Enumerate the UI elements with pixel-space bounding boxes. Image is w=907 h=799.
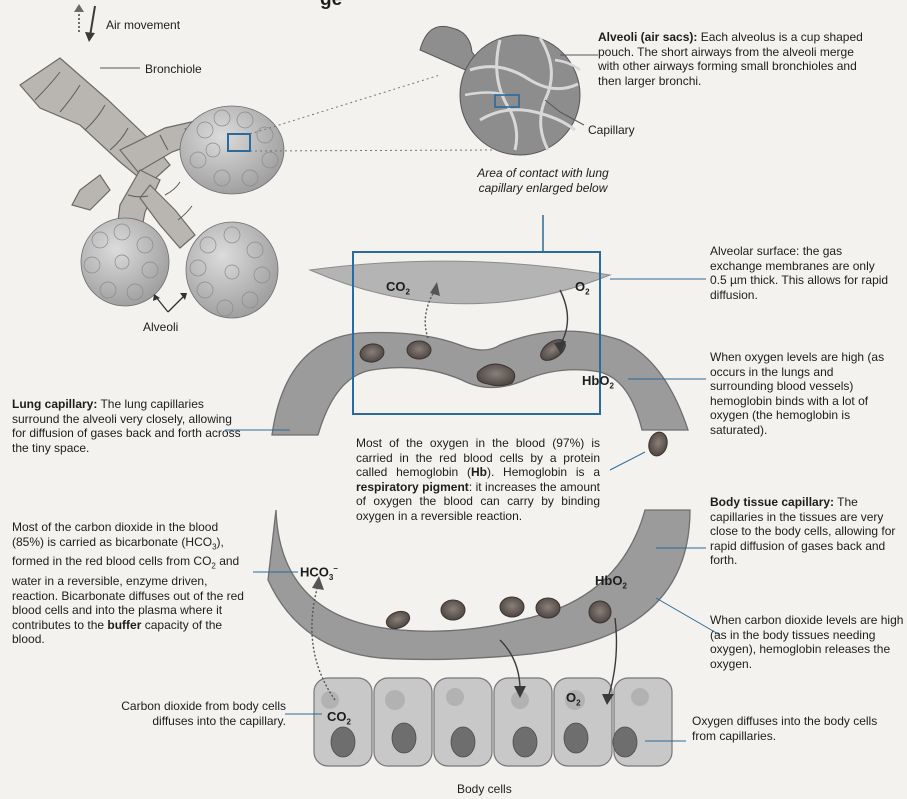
co2-cells-text: CO bbox=[327, 709, 347, 724]
alveoli-description-heading: Alveoli (air sacs): bbox=[598, 30, 697, 44]
hbo2-lung-sub: 2 bbox=[609, 382, 613, 391]
hemoglobin-abbrev: Hb bbox=[471, 465, 487, 479]
hbo2-body-text: HbO bbox=[595, 573, 622, 588]
alveoli-description: Alveoli (air sacs): Each alveolus is a c… bbox=[598, 30, 868, 88]
area-of-contact-label: Area of contact with lung capillary enla… bbox=[476, 166, 610, 195]
lung-capillary-heading: Lung capillary: bbox=[12, 397, 97, 411]
alveoli-label: Alveoli bbox=[143, 320, 178, 335]
co2-diffuse-description: Carbon dioxide from body cells diffuses … bbox=[90, 699, 286, 728]
hemoglobin-text-part2: ). Hemoglobin is a bbox=[487, 465, 600, 479]
o2-cells-text: O bbox=[566, 690, 576, 705]
air-movement-label: Air movement bbox=[106, 18, 180, 33]
o2-lung-label: O2 bbox=[575, 279, 590, 297]
co2-cells-label: CO2 bbox=[327, 709, 351, 727]
hco3-charge: – bbox=[333, 564, 337, 573]
respiratory-pigment-term: respiratory pigment bbox=[356, 480, 469, 494]
body-tissue-description: Body tissue capillary: The capillaries i… bbox=[710, 495, 898, 568]
o2-lung-text: O bbox=[575, 279, 585, 294]
o2-diffuse-description: Oxygen diffuses into the body cells from… bbox=[692, 714, 882, 743]
o2-lung-sub: 2 bbox=[585, 288, 589, 297]
hco3-label: HCO3– bbox=[300, 564, 338, 582]
hco3-sub: 3 bbox=[329, 573, 333, 582]
o2-cells-sub: 2 bbox=[576, 699, 580, 708]
hbo2-body-sub: 2 bbox=[622, 582, 626, 591]
co2-cells-sub: 2 bbox=[347, 718, 351, 727]
lung-capillary-description: Lung capillary: The lung capillaries sur… bbox=[12, 397, 244, 455]
body-tissue-heading: Body tissue capillary: bbox=[710, 495, 834, 509]
co2-carry-part1: Most of the carbon dioxide in the blood … bbox=[12, 520, 218, 549]
oxygen-high-description: When oxygen levels are high (as occurs i… bbox=[710, 350, 898, 437]
hemoglobin-description: Most of the oxygen in the blood (97%) is… bbox=[356, 436, 600, 523]
alveoli-label-arrows bbox=[156, 296, 184, 312]
co2-lung-text: CO bbox=[386, 279, 406, 294]
capillary-label: Capillary bbox=[588, 123, 635, 138]
co2-carry-description: Most of the carbon dioxide in the blood … bbox=[12, 520, 252, 647]
alveolar-membrane bbox=[310, 261, 610, 304]
air-movement-arrows bbox=[74, 4, 95, 42]
co2-lung-label: CO2 bbox=[386, 279, 410, 297]
hco3-text: HCO bbox=[300, 564, 329, 579]
alveolar-surface-description: Alveolar surface: the gas exchange membr… bbox=[710, 244, 890, 302]
hbo2-body-label: HbO2 bbox=[595, 573, 627, 591]
o2-cells-label: O2 bbox=[566, 690, 581, 708]
lung-capillary bbox=[272, 331, 688, 435]
enlargement-dotted-lines bbox=[250, 75, 495, 151]
bronchiole-label: Bronchiole bbox=[145, 62, 202, 77]
hbo2-lung-label: HbO2 bbox=[582, 373, 614, 391]
buffer-term: buffer bbox=[107, 618, 141, 632]
title-fragment: ge bbox=[320, 0, 500, 10]
body-cells-label: Body cells bbox=[457, 782, 512, 797]
enlarged-alveolus bbox=[420, 26, 580, 155]
co2-lung-sub: 2 bbox=[406, 288, 410, 297]
hbo2-lung-text: HbO bbox=[582, 373, 609, 388]
co2-high-description: When carbon dioxide levels are high (as … bbox=[710, 613, 906, 671]
